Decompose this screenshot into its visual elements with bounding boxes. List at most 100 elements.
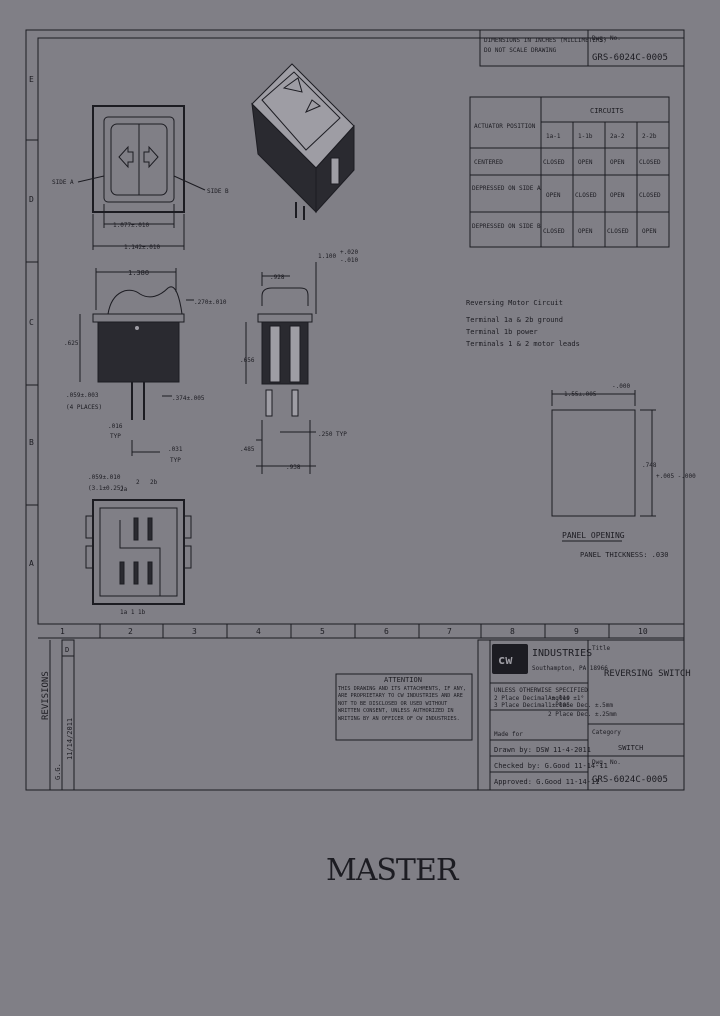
zone-col-9: 9 <box>574 627 579 636</box>
drawing-area-border <box>37 37 685 625</box>
circuit-notes: Reversing Motor Circuit Terminal 1a & 2b… <box>466 299 580 348</box>
tolerance-5: 2 Place Dec. ±.25mm <box>548 711 617 718</box>
row-side-b-position: DEPRESSED ON SIDE B <box>472 223 541 230</box>
title-block: cw INDUSTRIES Southampton, PA 18966 UNLE… <box>477 639 691 791</box>
drawn-by: Drawn by: DSW 11-4-2011 <box>494 746 591 754</box>
col-1a-1: 1a-1 <box>546 133 561 140</box>
notes-line-3: Terminal 1b power <box>466 328 538 336</box>
cell: CLOSED <box>607 228 629 235</box>
zone-col-6: 6 <box>384 627 389 636</box>
header-line-1: DIMENSIONS IN INCHES (MILLIMETERS) <box>484 37 607 44</box>
dim-bottom-a: .059±.010 <box>88 474 121 481</box>
side-view: 1.380 .270±.010 .625 .059±.003 (4 PLACES… <box>64 268 227 464</box>
drawing-title: REVERSING SWITCH <box>604 669 691 679</box>
notes-line-2: Terminal 1a & 2b ground <box>466 316 563 324</box>
cell: OPEN <box>610 192 625 199</box>
label-2a: 2a <box>120 486 128 493</box>
dim-end-left: .656 <box>240 357 255 364</box>
dwg-number: GRS-6024C-0005 <box>592 775 668 785</box>
category-value: SWITCH <box>618 744 643 752</box>
zone-col-7: 7 <box>447 627 452 636</box>
side-b-label: SIDE B <box>207 188 229 195</box>
revisions-block: D REVISIONS G.G. 11/14/2011 <box>41 639 75 790</box>
iso-arrow-up-icon <box>282 77 303 93</box>
zone-col-4: 4 <box>256 627 261 636</box>
company-logo <box>492 644 528 674</box>
panel-thickness: PANEL THICKNESS: .030 <box>580 551 669 559</box>
dim-terminal-places: (4 PLACES) <box>66 404 102 411</box>
cell: OPEN <box>578 228 593 235</box>
arrow-right-icon <box>143 145 159 169</box>
revisions-label: REVISIONS <box>41 671 51 720</box>
zone-col-10: 10 <box>638 627 648 636</box>
zone-columns: 1 2 3 4 5 6 7 8 9 10 <box>60 624 648 638</box>
dim-low-value: .031 <box>168 446 183 453</box>
dim-outer-width: 1.142±.010 <box>124 244 161 251</box>
zone-col-2: 2 <box>128 627 133 636</box>
revision-letter: D <box>65 646 69 654</box>
panel-dim-side-tol: +.005 -.000 <box>656 473 696 480</box>
zone-row-d: D <box>29 195 34 204</box>
col-1-1b: 1-1b <box>578 133 593 140</box>
dim-typ-value: .016 <box>108 423 123 430</box>
tolerance-1: 2 Place Decimal ±.010 <box>494 695 570 702</box>
material-label: Made for <box>494 731 523 738</box>
zone-row-e: E <box>29 75 34 84</box>
iso-arrow-down-icon <box>304 99 321 113</box>
cell: CLOSED <box>543 228 565 235</box>
cell: OPEN <box>610 159 625 166</box>
zone-row-c: C <box>29 318 34 327</box>
dim-inner-width: 1.077±.010 <box>113 222 150 229</box>
zone-row-b: B <box>29 438 34 447</box>
dim-typ-label: TYP <box>110 433 121 440</box>
dim-end-low: .485 <box>240 446 255 453</box>
cell: CLOSED <box>543 159 565 166</box>
dim-end-typ: .250 TYP <box>318 431 347 438</box>
dim-side-bottom-right: .374±.005 <box>172 395 205 402</box>
end-view: .928 1.100 +.020 -.010 .656 .250 TYP .48… <box>240 249 358 474</box>
category-label: Category <box>592 729 621 736</box>
title-label: Title <box>592 645 610 652</box>
dim-low-typ: TYP <box>170 457 181 464</box>
dim-end-tol-minus: -.010 <box>340 257 358 264</box>
top-view: SIDE A SIDE B 1.077±.010 1.142±.010 <box>52 105 229 251</box>
panel-label: PANEL OPENING <box>562 531 625 540</box>
header-dwg-label: Dwg. No. <box>592 35 621 42</box>
header-line-2: DO NOT SCALE DRAWING <box>484 47 557 54</box>
col-2a-2: 2a-2 <box>610 133 625 140</box>
tolerance-3: Angles ±1° <box>548 695 584 702</box>
cell: CLOSED <box>639 192 661 199</box>
dim-end-tol: 1.100 <box>318 253 336 260</box>
dim-side-left: .625 <box>64 340 79 347</box>
dwg-label: Dwg. No. <box>592 759 621 766</box>
col-2-2b: 2-2b <box>642 133 657 140</box>
cell: CLOSED <box>639 159 661 166</box>
label-2: 2 <box>136 479 140 486</box>
header-dwg-no: GRS-6024C-0005 <box>592 53 668 63</box>
side-a-label: SIDE A <box>52 179 74 186</box>
cell: CLOSED <box>575 192 597 199</box>
dim-side-top: 1.380 <box>128 269 149 277</box>
dim-end-top: .928 <box>270 274 285 281</box>
company-location: Southampton, PA 18966 <box>532 665 608 672</box>
row-side-a-position: DEPRESSED ON SIDE A <box>472 185 541 192</box>
approved-by: Approved: G.Good 11-14-11 <box>494 778 599 786</box>
notes-line-1: Reversing Motor Circuit <box>466 299 563 307</box>
dim-bottom-b: (3.1±0.25) <box>88 485 124 492</box>
dim-end-tol-plus: +.020 <box>340 249 358 256</box>
tolerance-2: 3 Place Decimal ±.005 <box>494 702 570 709</box>
zone-col-3: 3 <box>192 627 197 636</box>
attention-box: ATTENTION <box>335 673 473 741</box>
revision-by: G.G. <box>54 763 62 780</box>
row-centered-position: CENTERED <box>474 159 503 166</box>
isometric-view <box>251 63 355 220</box>
company-name: INDUSTRIES <box>532 648 592 659</box>
header-box: DIMENSIONS IN INCHES (MILLIMETERS) DO NO… <box>479 29 685 67</box>
arrow-left-icon <box>118 145 134 169</box>
tolerance-title: UNLESS OTHERWISE SPECIFIED <box>494 687 588 694</box>
notes-line-4: Terminals 1 & 2 motor leads <box>466 340 580 348</box>
cell: OPEN <box>578 159 593 166</box>
bottom-view: .059±.010 (3.1±0.25) 2 2b 2a 1a 1 1b <box>85 474 192 616</box>
zone-col-5: 5 <box>320 627 325 636</box>
panel-dim-top: 1.55±.005 <box>564 391 597 398</box>
